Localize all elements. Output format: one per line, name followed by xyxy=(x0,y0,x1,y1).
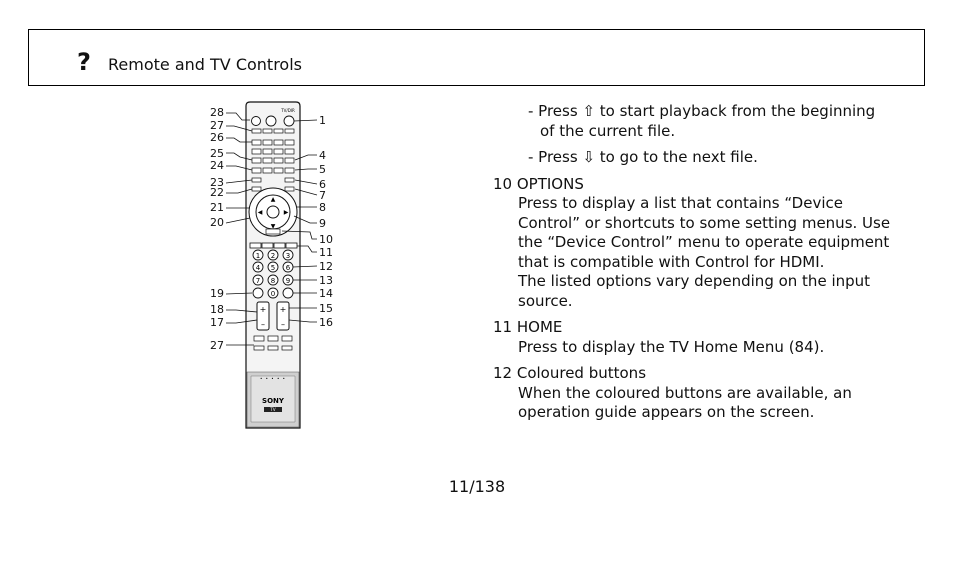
item-10-body-1: Press to display a list that contains “D… xyxy=(518,194,891,271)
callout-left-11: 17 xyxy=(210,316,224,329)
item-10-body-2: The listed options vary depending on the… xyxy=(518,272,871,310)
callout-right-11: 14 xyxy=(319,287,333,300)
callout-right-8: 11 xyxy=(319,246,333,259)
callout-right-12: 15 xyxy=(319,302,333,315)
bullet-next-file: - Press ⇩ to go to the next file. xyxy=(528,148,758,166)
callout-left-5: 23 xyxy=(210,176,224,189)
callout-left-10: 18 xyxy=(210,303,224,316)
callout-right-7: 10 xyxy=(319,233,333,246)
callout-right-2: 5 xyxy=(319,163,326,176)
callout-right-1: 4 xyxy=(319,149,326,162)
remote-keypad: 1 2 3 4 5 6 7 8 9 0 + – + – • • • • • SONY… xyxy=(252,249,294,412)
callout-left-7: 21 xyxy=(210,201,224,214)
svg-text:+: + xyxy=(260,305,267,314)
callout-left-8: 20 xyxy=(210,216,224,229)
item-11-title: 11 HOME xyxy=(493,318,563,336)
callout-right-13: 16 xyxy=(319,316,333,329)
callout-right-6: 9 xyxy=(319,217,326,230)
svg-text:–: – xyxy=(261,320,265,329)
svg-text:▶: ▶ xyxy=(284,209,289,216)
key-8: 8 xyxy=(271,277,275,285)
item-11-body: Press to display the TV Home Menu (84). xyxy=(518,337,825,356)
callout-right-4: 7 xyxy=(319,189,326,202)
svg-text:–: – xyxy=(281,320,285,329)
key-9: 9 xyxy=(286,277,290,285)
callout-left-1: 27 xyxy=(210,119,224,132)
callout-right-9: 12 xyxy=(319,260,333,273)
callout-left-12: 27 xyxy=(210,339,224,352)
page-header: ? Remote and TV Controls xyxy=(28,29,925,86)
callout-right-3: 6 xyxy=(319,178,326,191)
item-10-title: 10 OPTIONS xyxy=(493,174,584,193)
callout-left-6: 22 xyxy=(210,186,224,199)
description-text: - Press ⇧ to start playback from the beg… xyxy=(493,102,893,423)
item-12-body: When the coloured buttons are available,… xyxy=(518,383,852,422)
page-title: Remote and TV Controls xyxy=(108,55,302,74)
key-7: 7 xyxy=(256,277,260,285)
top-label: TV/DIR xyxy=(280,108,295,113)
callout-left-0: 28 xyxy=(210,106,224,119)
callout-left-2: 26 xyxy=(210,131,224,144)
question-mark-icon[interactable]: ? xyxy=(77,48,91,76)
up-arrow-icon: ⇧ xyxy=(582,102,596,120)
key-4: 4 xyxy=(256,264,261,272)
callout-right-5: 8 xyxy=(319,201,326,214)
callout-left-4: 24 xyxy=(210,159,224,172)
svg-text:▲: ▲ xyxy=(271,196,276,203)
svg-text:◀: ◀ xyxy=(258,209,263,216)
svg-text:▼: ▼ xyxy=(271,223,276,230)
tv-badge: TV xyxy=(269,407,275,412)
svg-text:+: + xyxy=(280,305,287,314)
item-12-title: 12 Coloured buttons xyxy=(493,364,647,382)
callout-right-10: 13 xyxy=(319,274,333,287)
svg-text:• • • • •: • • • • • xyxy=(260,376,286,381)
callout-right-0: 1 xyxy=(319,114,326,127)
bullet-playback-start: - Press ⇧ to start playback from the beg… xyxy=(528,102,876,140)
brand-logo: SONY xyxy=(262,397,285,405)
key-6: 6 xyxy=(286,264,291,272)
callout-layer: 28 27 26 25 24 23 22 21 20 19 18 17 27 1… xyxy=(210,106,333,352)
key-1: 1 xyxy=(256,252,260,260)
down-arrow-icon: ⇩ xyxy=(582,148,596,166)
key-3: 3 xyxy=(286,252,290,260)
page-number: 11/138 xyxy=(448,477,506,496)
callout-left-3: 25 xyxy=(210,147,224,160)
key-0: 0 xyxy=(271,290,275,298)
callout-left-9: 19 xyxy=(210,287,224,300)
key-2: 2 xyxy=(271,252,275,260)
key-5: 5 xyxy=(271,264,275,272)
